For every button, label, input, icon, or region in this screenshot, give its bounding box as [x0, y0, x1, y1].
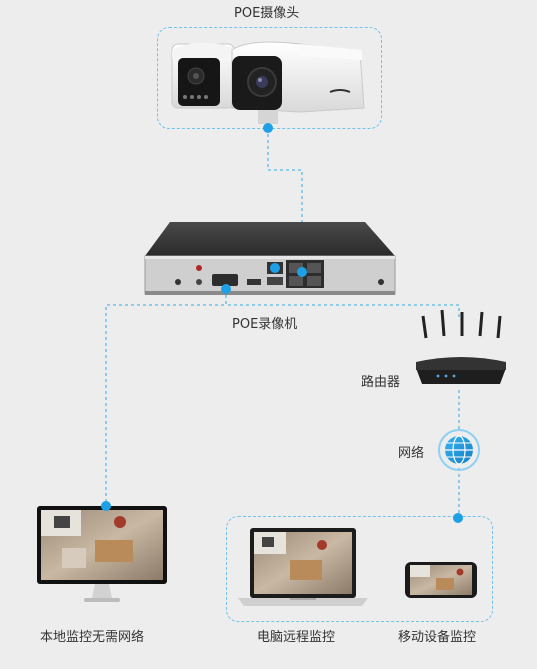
pc-monitor-label: 电脑远程监控 [257, 630, 336, 645]
remote-devices-box [226, 516, 493, 622]
poe-cameras [171, 41, 365, 124]
network-label: 网络 [398, 446, 425, 461]
mobile-monitor-label: 移动设备监控 [398, 630, 477, 645]
globe-icon [438, 429, 480, 471]
camera-connection-dot [263, 123, 273, 133]
nvr-lan-dot [270, 263, 280, 273]
nvr-to-local-monitor-line [105, 289, 227, 506]
nvr-to-router-line [228, 304, 460, 318]
local-monitor-dot [101, 501, 111, 511]
remote-connection-dot [453, 513, 463, 523]
nvr-poe-dot [297, 267, 307, 277]
connection-lines [105, 128, 460, 516]
nvr-vga-dot [221, 284, 231, 294]
router-label: 路由器 [361, 375, 401, 390]
local-monitor [37, 506, 167, 602]
nvr-label: POE录像机 [232, 317, 298, 332]
camera-to-nvr-line [267, 128, 303, 270]
phone [405, 562, 477, 598]
camera-label: POE摄像头 [234, 6, 300, 21]
local-monitor-label: 本地监控无需网络 [40, 630, 145, 645]
poe-nvr [144, 222, 396, 295]
router [416, 309, 506, 384]
laptop [238, 528, 368, 606]
